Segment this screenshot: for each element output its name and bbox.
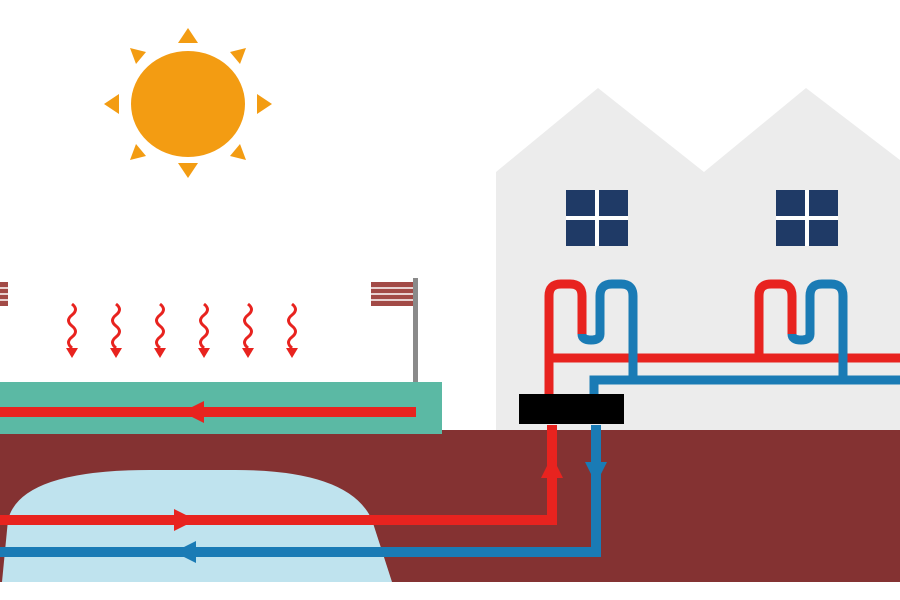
heat-exchanger-unit [519,394,624,424]
heat-wave-icon [198,302,210,358]
heat-wave-icon [154,302,166,358]
houses [496,88,900,432]
flag-icon [0,282,8,306]
sun-icon [104,28,272,178]
aquifer [2,470,392,582]
window-icon [776,190,838,246]
heat-wave-icon [66,302,78,358]
underground-hot-pipe [0,425,563,531]
house-cold-pipe [577,279,900,400]
house-building [496,88,900,432]
underground-cold-pipe [0,425,607,563]
heat-wave-icon [242,302,254,358]
window-icon [566,190,628,246]
heat-waves [66,302,298,358]
heat-wave-icon [286,302,298,358]
heat-wave-icon [110,302,122,358]
flag-icon [371,278,418,384]
surface-hot-pipe [0,401,416,423]
